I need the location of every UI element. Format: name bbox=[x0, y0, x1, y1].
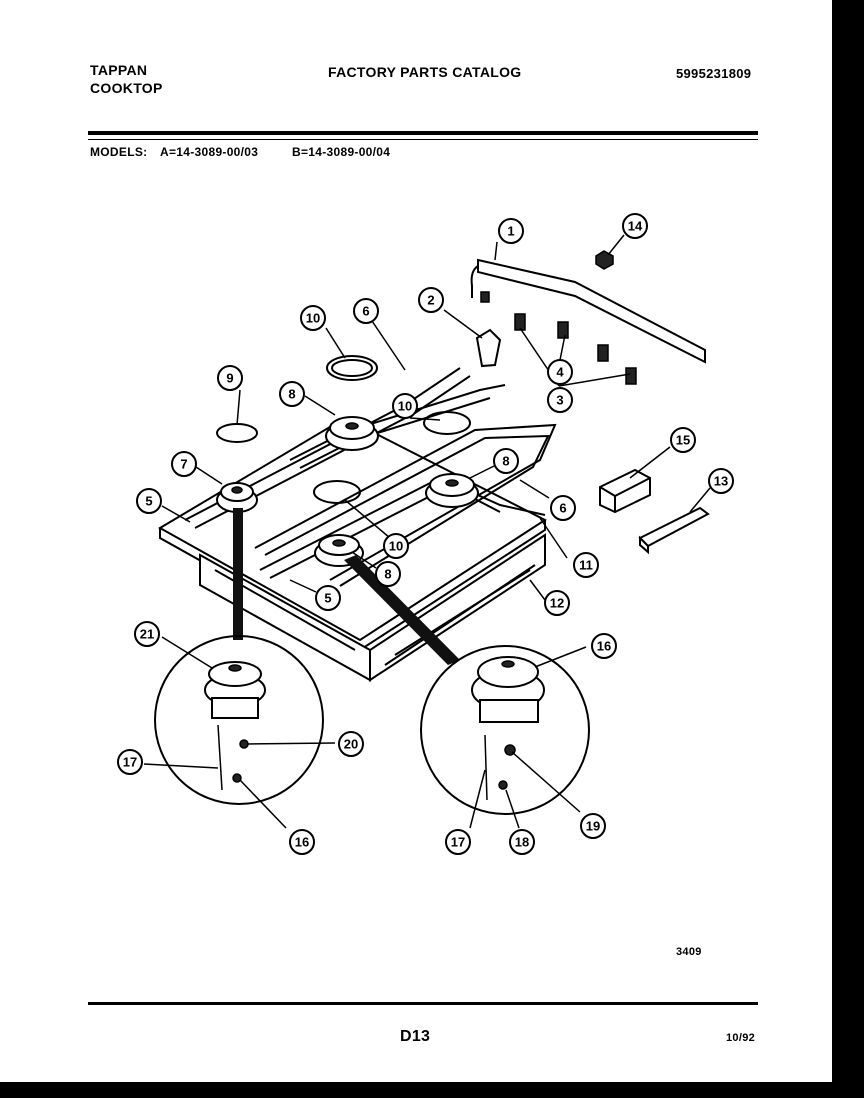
detail-right bbox=[420, 645, 590, 815]
callout-15: 15 bbox=[670, 427, 696, 453]
terminal-block bbox=[599, 468, 651, 514]
projection-band-left bbox=[233, 508, 243, 640]
svg-text:8: 8 bbox=[502, 454, 509, 469]
svg-text:12: 12 bbox=[550, 596, 564, 611]
gas-manifold bbox=[470, 258, 706, 385]
callout-17a: 17 bbox=[117, 749, 143, 775]
svg-text:10: 10 bbox=[389, 539, 403, 554]
callout-1: 1 bbox=[498, 218, 524, 244]
callout-13: 13 bbox=[708, 468, 734, 494]
models-label: MODELS: bbox=[90, 145, 148, 159]
svg-text:1: 1 bbox=[507, 224, 514, 239]
svg-text:3: 3 bbox=[556, 393, 563, 408]
callout-5b: 5 bbox=[315, 585, 341, 611]
detail-left bbox=[154, 635, 324, 805]
svg-text:16: 16 bbox=[295, 835, 309, 850]
svg-text:6: 6 bbox=[362, 304, 369, 319]
svg-text:8: 8 bbox=[288, 387, 295, 402]
footer-rule bbox=[88, 1002, 758, 1005]
callout-10c: 10 bbox=[383, 533, 409, 559]
callout-20: 20 bbox=[338, 731, 364, 757]
svg-text:8: 8 bbox=[384, 567, 391, 582]
callout-21: 21 bbox=[134, 621, 160, 647]
callout-5a: 5 bbox=[136, 488, 162, 514]
model-a: A=14-3089-00/03 bbox=[160, 145, 259, 159]
callout-4: 4 bbox=[547, 359, 573, 385]
callout-14: 14 bbox=[622, 213, 648, 239]
svg-text:11: 11 bbox=[579, 558, 593, 573]
callout-19: 19 bbox=[580, 813, 606, 839]
svg-text:10: 10 bbox=[306, 311, 320, 326]
product-name: COOKTOP bbox=[90, 80, 163, 96]
callout-2: 2 bbox=[418, 287, 444, 313]
callout-10b: 10 bbox=[392, 393, 418, 419]
catalog-part-number: 5995231809 bbox=[676, 66, 752, 81]
svg-text:19: 19 bbox=[586, 819, 600, 834]
catalog-title: FACTORY PARTS CATALOG bbox=[328, 64, 522, 80]
header-rule-thick bbox=[88, 131, 758, 135]
callout-16a: 16 bbox=[289, 829, 315, 855]
svg-text:5: 5 bbox=[324, 591, 331, 606]
callout-11: 11 bbox=[573, 552, 599, 578]
svg-text:21: 21 bbox=[140, 627, 154, 642]
callout-12: 12 bbox=[544, 590, 570, 616]
spark-module bbox=[638, 506, 710, 555]
svg-text:4: 4 bbox=[556, 365, 564, 380]
brand-name: TAPPAN bbox=[90, 62, 148, 78]
projection-band-right bbox=[344, 555, 460, 665]
svg-text:17: 17 bbox=[451, 835, 465, 850]
callout-16b: 16 bbox=[591, 633, 617, 659]
callout-6a: 6 bbox=[353, 298, 379, 324]
svg-text:7: 7 bbox=[180, 457, 187, 472]
footer-date: 10/92 bbox=[726, 1032, 756, 1044]
leader-lines bbox=[143, 234, 711, 829]
svg-text:2: 2 bbox=[427, 293, 434, 308]
callout-7: 7 bbox=[171, 451, 197, 477]
callout-8b: 8 bbox=[493, 448, 519, 474]
callout-18a: 18 bbox=[509, 829, 535, 855]
callout-10a: 10 bbox=[300, 305, 326, 331]
svg-text:9: 9 bbox=[226, 371, 233, 386]
callout-8a: 8 bbox=[279, 381, 305, 407]
svg-text:18: 18 bbox=[515, 835, 529, 850]
svg-text:13: 13 bbox=[714, 474, 728, 489]
manifold-nut bbox=[595, 250, 614, 270]
model-b: B=14-3089-00/04 bbox=[292, 145, 391, 159]
svg-text:15: 15 bbox=[676, 433, 690, 448]
callout-3: 3 bbox=[547, 387, 573, 413]
callout-8c: 8 bbox=[375, 561, 401, 587]
svg-text:16: 16 bbox=[597, 639, 611, 654]
svg-text:20: 20 bbox=[344, 737, 358, 752]
header-rule-thin bbox=[88, 139, 758, 140]
svg-text:10: 10 bbox=[398, 399, 412, 414]
callout-17b: 17 bbox=[445, 829, 471, 855]
callout-9: 9 bbox=[217, 365, 243, 391]
svg-text:6: 6 bbox=[559, 501, 566, 516]
drawing-number: 3409 bbox=[676, 946, 702, 958]
svg-text:17: 17 bbox=[123, 755, 137, 770]
callout-6b: 6 bbox=[550, 495, 576, 521]
page-code: D13 bbox=[400, 1028, 431, 1045]
svg-text:14: 14 bbox=[628, 219, 643, 234]
svg-text:5: 5 bbox=[145, 494, 152, 509]
